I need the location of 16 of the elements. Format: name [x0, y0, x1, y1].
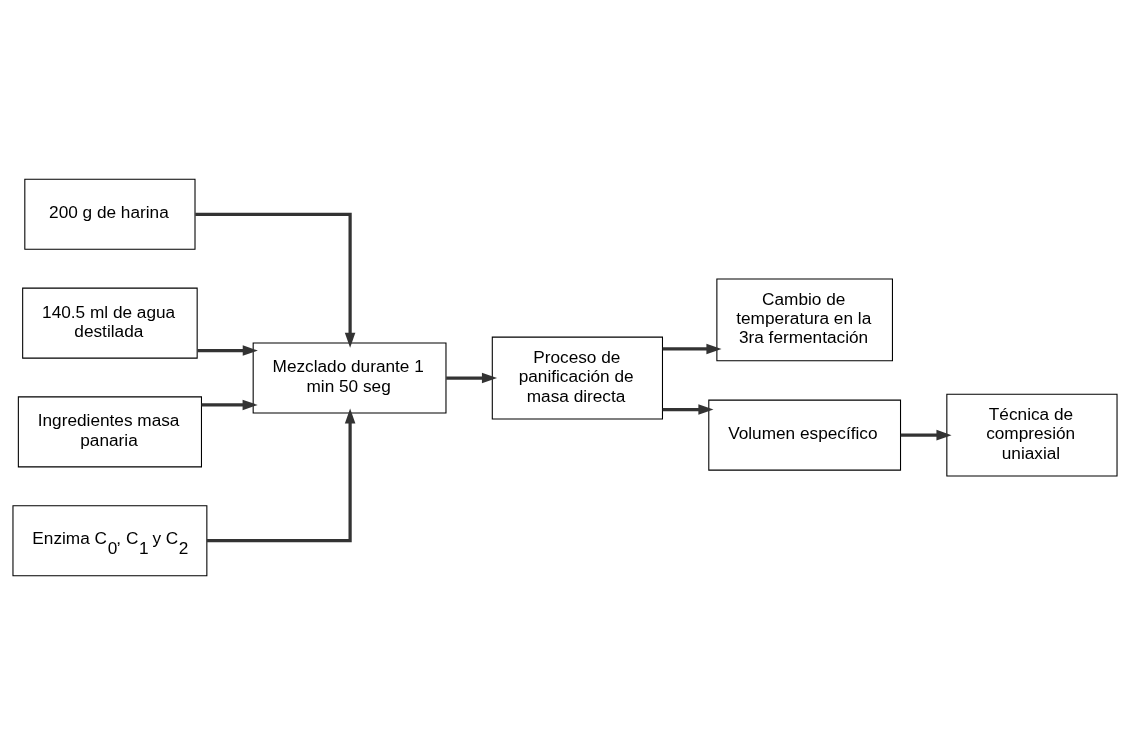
node-box: Técnica de compresión uniaxial — [946, 393, 1118, 477]
arrow — [206, 407, 356, 542]
arrow — [900, 429, 952, 440]
arrow — [195, 212, 356, 348]
arrow — [662, 403, 714, 415]
arrow — [446, 372, 498, 383]
arrow — [201, 399, 258, 410]
node-box: Ingredientes masa panaria — [17, 395, 202, 467]
node-box: Volumen específico — [708, 399, 902, 471]
node-box: 140.5 ml de agua destilada — [22, 287, 198, 359]
node-box: Proceso de panificación de masa directa — [491, 336, 663, 419]
arrow — [197, 344, 258, 356]
node-box: Cambio de temperatura en la 3ra fermentación — [716, 277, 893, 361]
arrow — [662, 343, 722, 354]
node-box: Mezclado durante 1 min 50 seg — [252, 342, 447, 414]
node-box: 200 g de harina — [24, 178, 196, 250]
